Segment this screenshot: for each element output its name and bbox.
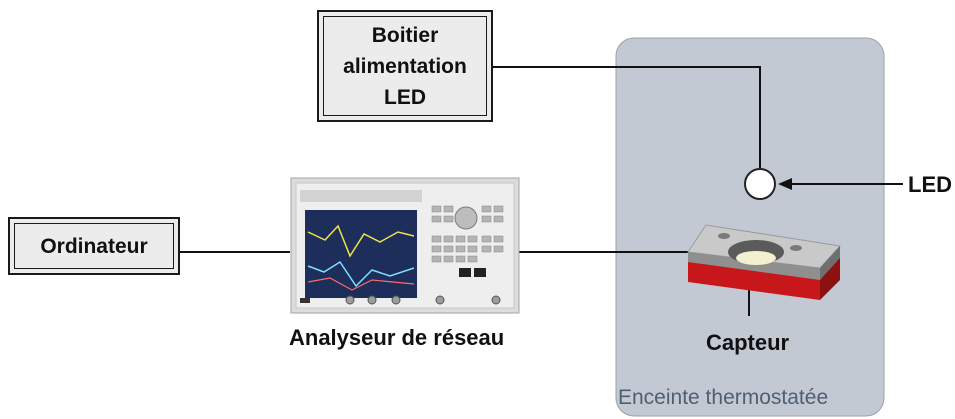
network-analyzer-label: Analyseur de réseau — [289, 325, 505, 350]
sensor-block-icon — [687, 224, 841, 300]
computer-label: Ordinateur — [40, 234, 148, 258]
power-supply-label-line3: LED — [384, 85, 426, 109]
power-supply-label-line1: Boitier — [371, 23, 439, 47]
led-label: LED — [908, 172, 952, 197]
led-icon — [744, 168, 776, 200]
power-to-led-wire — [493, 66, 761, 168]
power-supply-label: Boitier alimentation LED — [343, 20, 467, 113]
sensor-label: Capteur — [706, 330, 790, 355]
thermostatic-chamber — [615, 37, 885, 417]
connection-lines — [180, 66, 903, 316]
power-supply-label-line2: alimentation — [343, 54, 467, 78]
chamber-label: Enceinte thermostatée — [618, 386, 829, 409]
led-pointer-arrowhead — [778, 178, 792, 190]
computer-box: Ordinateur — [8, 217, 180, 275]
power-supply-box: Boitier alimentation LED — [317, 10, 493, 122]
network-analyzer-icon — [290, 177, 520, 314]
